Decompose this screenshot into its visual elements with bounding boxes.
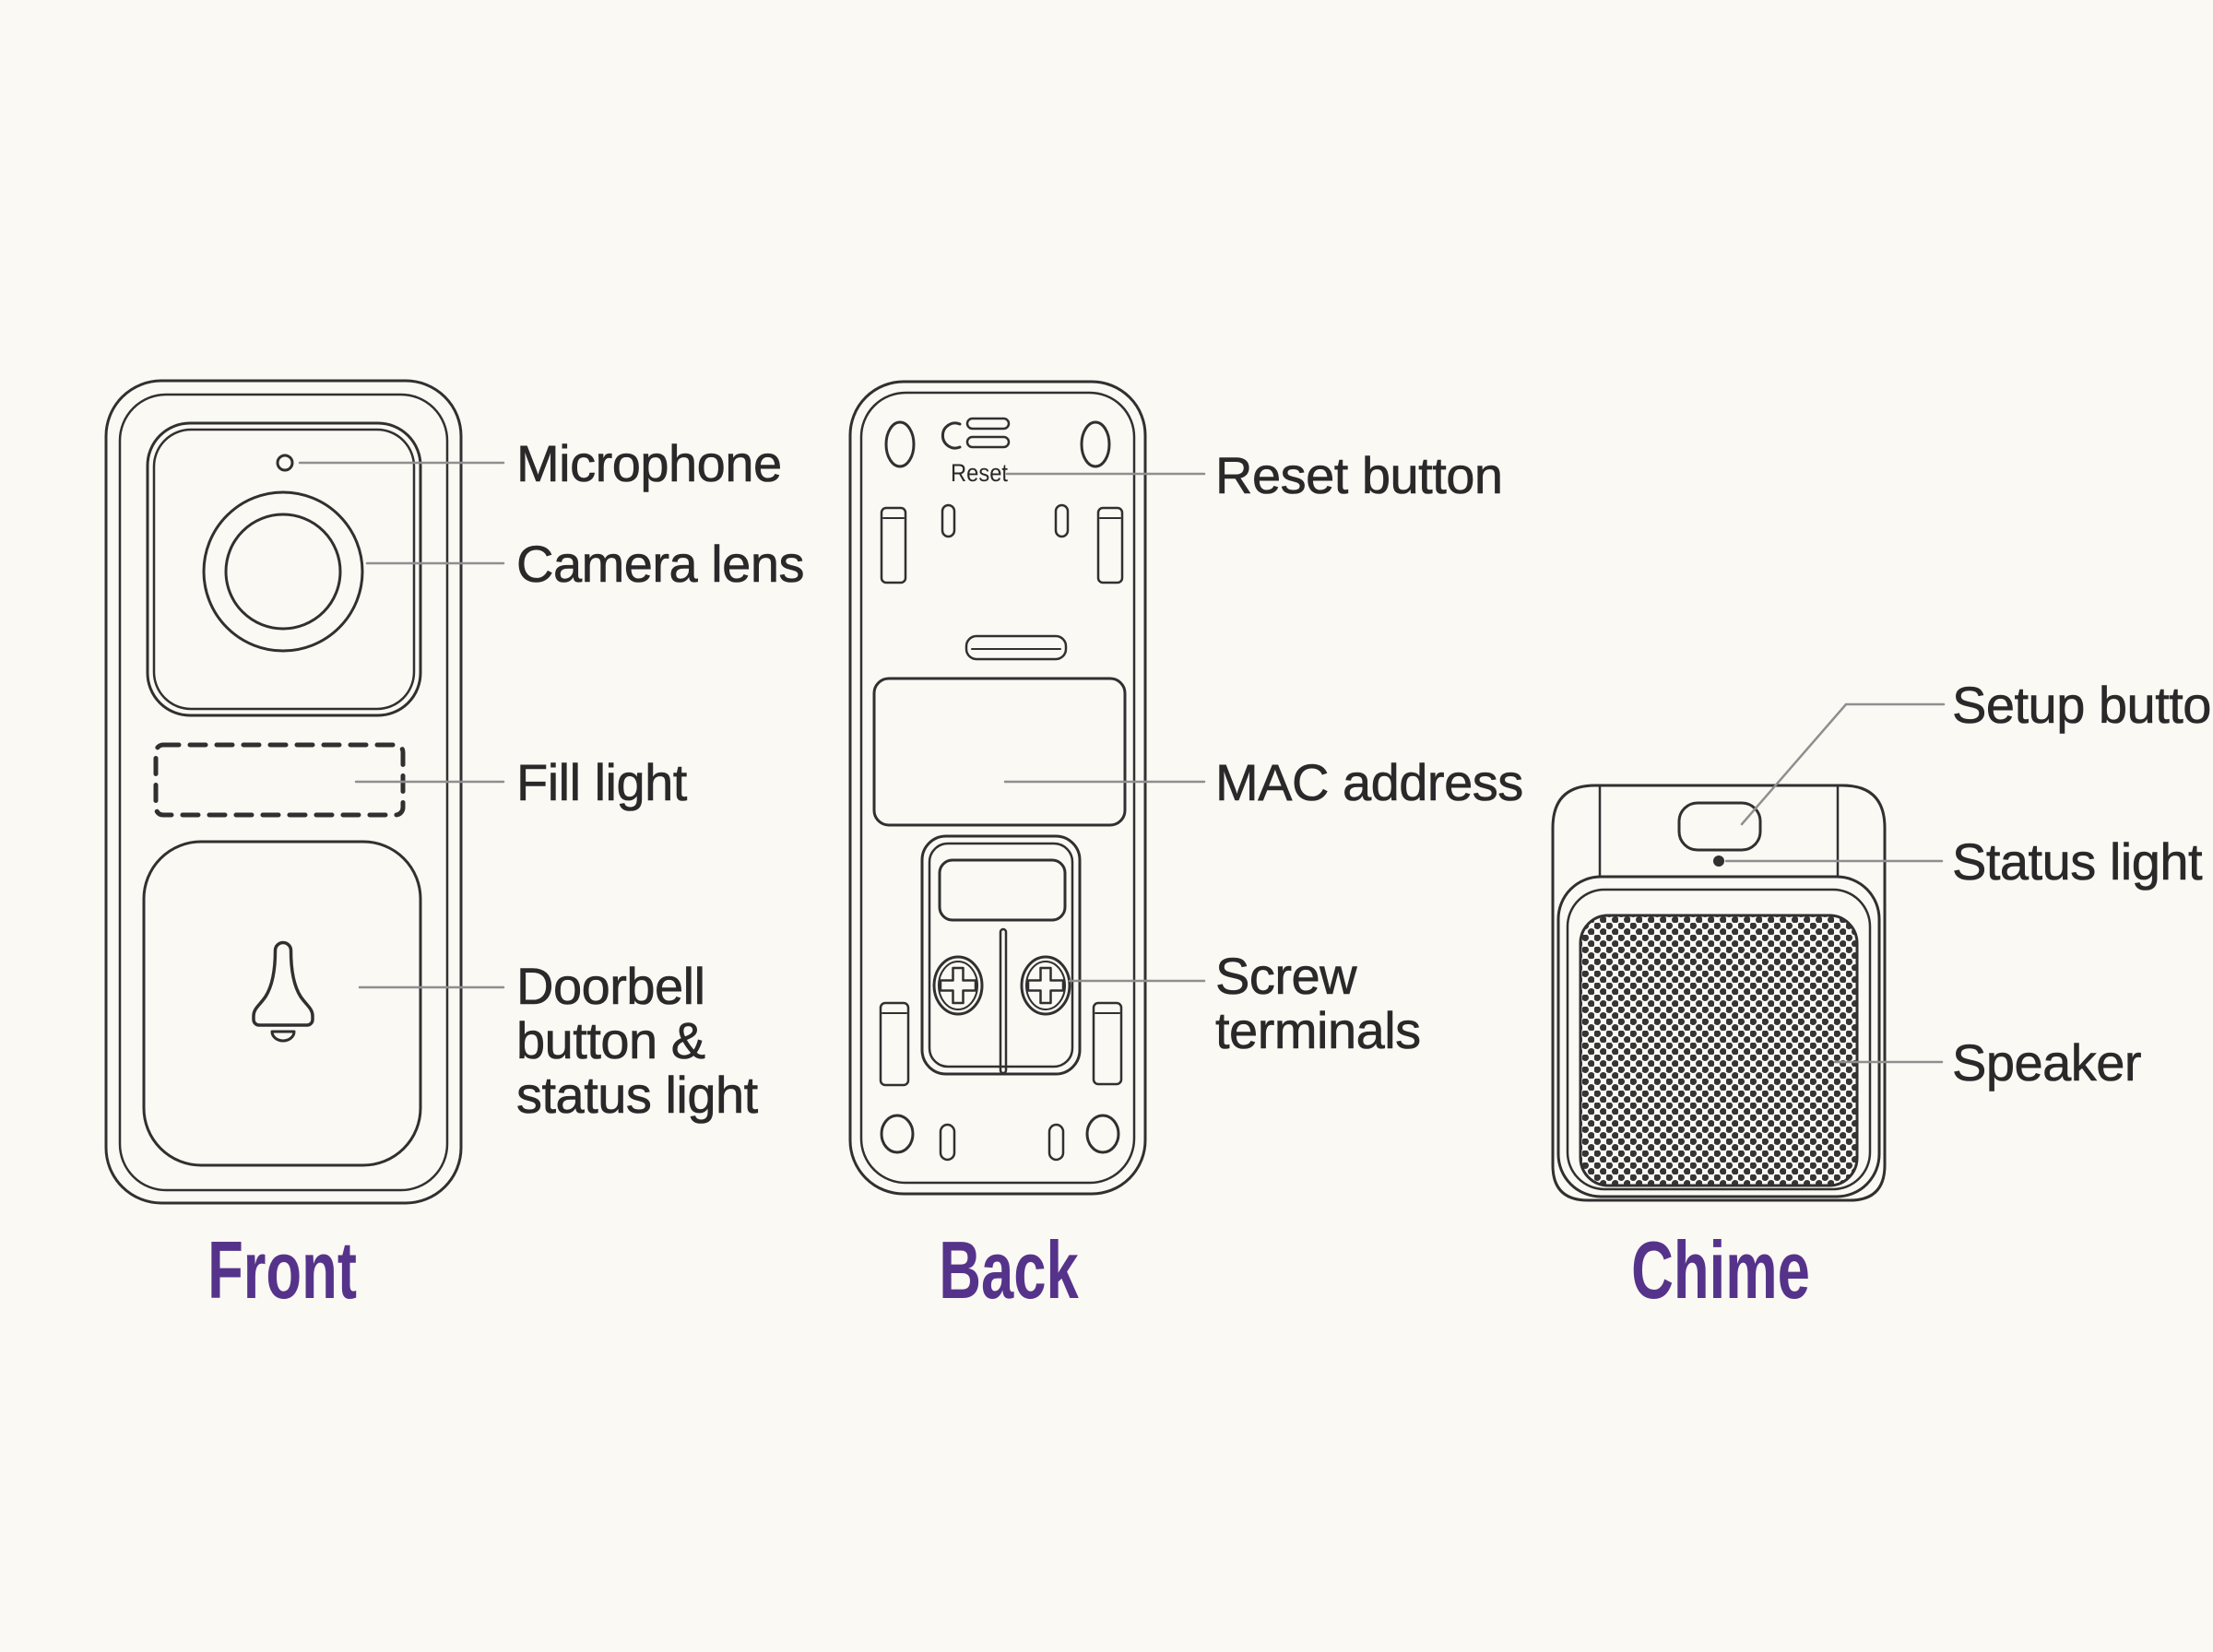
doorbell-button-panel xyxy=(142,840,422,1167)
front-leader-lines xyxy=(298,461,505,989)
microphone-hole xyxy=(276,454,294,472)
camera-lens-label: Camera lens xyxy=(516,535,805,593)
mounting-slot-lower-left xyxy=(879,1001,910,1087)
chime-section-label: Chime xyxy=(1631,1224,1810,1316)
reset-bar-bottom xyxy=(965,435,1011,449)
reset-engraving: Reset xyxy=(950,459,1009,487)
camera-panel-inner xyxy=(152,428,416,711)
capsule-slot-upper-left xyxy=(941,503,956,538)
setup-button xyxy=(1677,801,1762,852)
reset-slot-icon xyxy=(941,421,962,450)
status-light-label: Status light xyxy=(1952,832,2203,891)
terminal-window xyxy=(938,858,1067,922)
mac-address-label-area xyxy=(872,677,1127,827)
hook-slot xyxy=(964,634,1068,661)
camera-panel xyxy=(146,421,422,717)
bell-clapper-icon xyxy=(270,1030,296,1043)
speaker-label: Speaker xyxy=(1952,1033,2142,1092)
front-section-label: Front xyxy=(207,1224,357,1316)
terminal-compartment xyxy=(920,834,1082,1076)
back-device xyxy=(848,380,1147,1196)
camera-lens-outer xyxy=(202,490,364,653)
doorbell-label-line3: status light xyxy=(516,1066,759,1124)
reset-bar-top xyxy=(965,417,1011,431)
doorbell-label: Doorbell button & status light xyxy=(516,957,759,1124)
back-section-label: Back xyxy=(939,1224,1079,1316)
screw-keyhole-top-right xyxy=(1080,420,1111,468)
capsule-slot-lower-left xyxy=(939,1123,956,1162)
speaker-rim-inner xyxy=(1566,888,1872,1191)
fill-light-area xyxy=(153,742,406,818)
doorbell-label-line2: button & xyxy=(516,1011,706,1069)
mounting-slot-upper-right xyxy=(1096,506,1124,584)
bell-icon xyxy=(252,940,314,1027)
screw-terminals-label: Screw terminals xyxy=(1215,947,1422,1059)
doorbell-label-line1: Doorbell xyxy=(516,957,706,1015)
terminal-divider xyxy=(999,927,1008,1075)
speaker-grille xyxy=(1579,914,1859,1187)
chime-outer-shell xyxy=(1551,784,1887,1202)
status-light-dot xyxy=(1713,856,1724,867)
back-inner-shell xyxy=(859,391,1136,1185)
mounting-slot-upper-left xyxy=(880,506,907,584)
setup-leader-line xyxy=(1740,702,1946,826)
screw-icon-right xyxy=(1020,955,1071,1016)
capsule-slot-upper-right xyxy=(1054,503,1070,538)
mounting-slot-lower-right xyxy=(1092,1001,1123,1086)
back-outer-shell xyxy=(848,380,1147,1196)
chime-leader-lines xyxy=(1724,702,1946,1064)
front-device xyxy=(104,379,463,1205)
chime-device xyxy=(1551,784,1887,1202)
microphone-label: Microphone xyxy=(516,434,783,492)
front-outer-shell xyxy=(104,379,463,1205)
fill-light-label: Fill light xyxy=(516,753,688,811)
reset-button-label: Reset button xyxy=(1215,446,1504,504)
setup-button-label: Setup button xyxy=(1952,676,2213,734)
screw-keyhole-top-left xyxy=(884,420,916,468)
front-inner-shell xyxy=(118,393,449,1192)
camera-lens-inner xyxy=(224,513,342,631)
screw-keyhole-bottom-right xyxy=(1085,1114,1120,1154)
screw-terminals-label-line1: Screw xyxy=(1215,947,1357,1005)
screw-keyhole-bottom-left xyxy=(880,1114,915,1154)
speaker-rim-outer xyxy=(1556,875,1881,1198)
screw-icon-left xyxy=(932,955,984,1016)
back-leader-lines xyxy=(1003,472,1206,983)
screw-terminals-label-line2: terminals xyxy=(1215,1001,1422,1059)
mac-address-label: MAC address xyxy=(1215,753,1524,811)
capsule-slot-lower-right xyxy=(1047,1123,1065,1162)
